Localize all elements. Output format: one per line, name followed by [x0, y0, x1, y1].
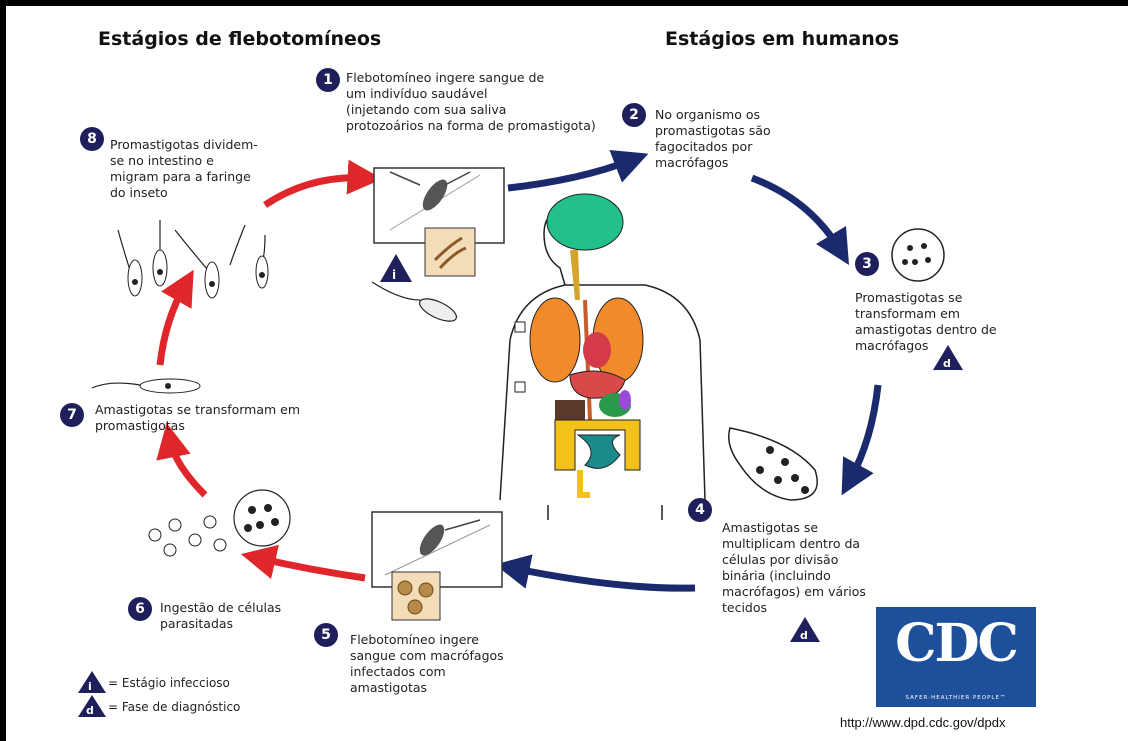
svg-text:d: d	[86, 704, 94, 717]
cdc-logo: CDC SAFER·HEALTHIER·PEOPLE™	[876, 607, 1036, 707]
infective-marker-top: i	[380, 254, 412, 282]
source-url: http://www.dpd.cdc.gov/dpdx	[840, 715, 1005, 730]
step-7-badge: 7	[60, 403, 84, 427]
svg-text:i: i	[392, 268, 396, 282]
legend-infective-label: = Estágio infeccioso	[108, 676, 230, 690]
svg-text:i: i	[88, 680, 92, 693]
step-8-text: Promastigotas dividem- se no intestino e…	[110, 137, 258, 201]
arrow-1-to-2	[508, 160, 632, 188]
step-3-text: Promastigotas se transformam em amastigo…	[855, 290, 997, 354]
legend-infective-icon: i	[78, 671, 106, 693]
promastigotes-cluster	[118, 220, 268, 298]
arrow-8-to-1	[265, 178, 365, 205]
multiplying-cell	[729, 428, 817, 500]
step-2-badge: 2	[622, 103, 646, 127]
human-body	[500, 194, 705, 520]
title-human-stages: Estágios em humanos	[665, 28, 899, 50]
macrophage-cell	[892, 229, 944, 281]
svg-text:d: d	[943, 357, 951, 370]
cdc-logo-word: CDC	[876, 613, 1036, 674]
step-1-badge: 1	[316, 68, 340, 92]
legend-diagnostic-label: = Fase de diagnóstico	[108, 700, 240, 714]
step-4-badge: 4	[688, 498, 712, 522]
arrow-4-to-5	[512, 568, 695, 588]
step-2-text: No organismo os promastigotas são fagoci…	[655, 107, 771, 171]
step-8-badge: 8	[80, 127, 104, 151]
legend-diagnostic-icon: d	[78, 695, 106, 717]
step-6-text: Ingestão de células parasitadas	[160, 600, 281, 632]
step-7-text: Amastigotas se transformam em promastigo…	[95, 402, 300, 434]
title-sandfly-stages: Estágios de flebotomíneos	[98, 28, 381, 50]
step-4-text: Amastigotas se multiplicam dentro da cél…	[722, 520, 866, 616]
promastigote-elongated	[92, 379, 200, 393]
step-5-text: Flebotomíneo ingere sangue com macrófago…	[350, 632, 504, 696]
sandfly-bottom-panel	[372, 512, 502, 620]
parasitized-cells	[149, 490, 290, 556]
arrow-6-to-7	[170, 440, 205, 495]
arrow-7-to-8	[160, 285, 185, 365]
step-5-badge: 5	[314, 623, 338, 647]
promastigote-small	[372, 282, 460, 326]
step-6-badge: 6	[128, 597, 152, 621]
arrow-3-to-4	[850, 385, 878, 480]
arrow-2-to-3	[752, 178, 840, 250]
step-3-badge: 3	[855, 252, 879, 276]
cdc-logo-tagline: SAFER·HEALTHIER·PEOPLE™	[876, 695, 1036, 701]
diagnostic-marker-4: d	[790, 617, 820, 642]
svg-text:d: d	[800, 629, 808, 642]
arrow-5-to-6	[258, 558, 365, 578]
step-1-text: Flebotomíneo ingere sangue de um indivíd…	[346, 70, 596, 134]
